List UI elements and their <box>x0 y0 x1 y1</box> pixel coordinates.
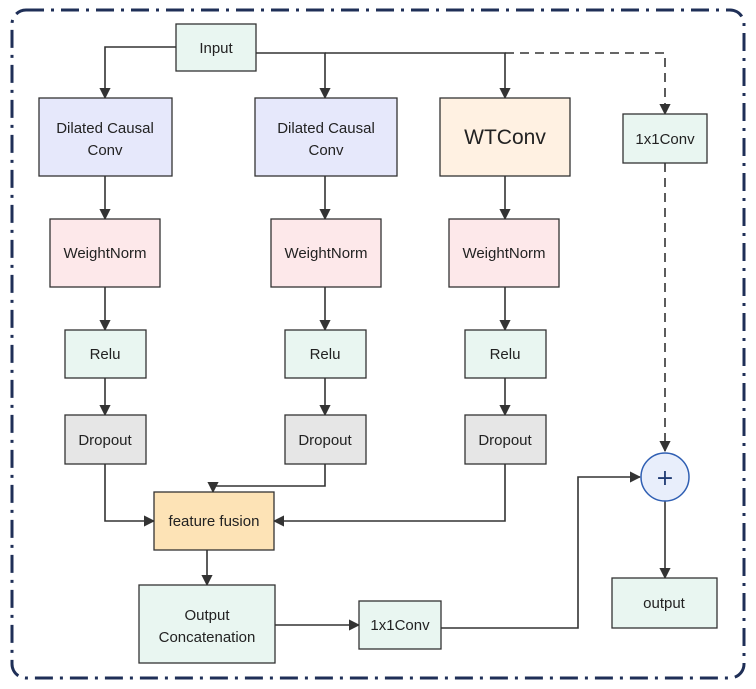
input-label: Input <box>199 40 233 57</box>
branch1-conv-label-line2: Conv <box>87 142 123 159</box>
post-1x1conv: 1x1Conv <box>358 600 442 650</box>
branch3-wtconv-label: WTConv <box>464 126 546 149</box>
residual-1x1conv: 1x1Conv <box>622 113 708 164</box>
branch3-wtconv: WTConv <box>439 97 571 177</box>
output-concatenation: Output Concatenation <box>138 584 276 664</box>
feature-fusion-label: feature fusion <box>169 513 260 530</box>
branch3-relu-label: Relu <box>490 346 521 363</box>
input-node: Input <box>175 23 257 72</box>
branch2-relu: Relu <box>284 329 367 379</box>
branch2-weightnorm-label: WeightNorm <box>284 245 367 262</box>
branch1-dropout: Dropout <box>64 414 147 465</box>
branch1-dropout-label: Dropout <box>78 432 132 449</box>
branch2-dilated-causal-conv: Dilated Causal Conv <box>254 97 398 177</box>
branch1-dilated-causal-conv: Dilated Causal Conv <box>38 97 173 177</box>
plus-icon: + <box>656 466 674 491</box>
branch1-relu-label: Relu <box>90 346 121 363</box>
branch2-relu-label: Relu <box>310 346 341 363</box>
branch3-relu: Relu <box>464 329 547 379</box>
branch2-dropout: Dropout <box>284 414 367 465</box>
branch1-conv-label-line1: Dilated Causal <box>56 120 154 137</box>
outer-frame <box>10 8 746 680</box>
branch2-conv-label-line2: Conv <box>308 142 344 159</box>
branch3-dropout-label: Dropout <box>478 432 532 449</box>
connectors <box>99 46 671 631</box>
post-1x1conv-label: 1x1Conv <box>370 617 430 634</box>
branch3-weightnorm-label: WeightNorm <box>462 245 545 262</box>
branch2-weightnorm: WeightNorm <box>270 218 382 288</box>
residual-1x1conv-label: 1x1Conv <box>635 131 695 148</box>
branch1-weightnorm: WeightNorm <box>49 218 161 288</box>
output-concat-label-line1: Output <box>184 607 230 624</box>
branch1-weightnorm-label: WeightNorm <box>63 245 146 262</box>
branch2-dropout-label: Dropout <box>298 432 352 449</box>
branch3-dropout: Dropout <box>464 414 547 465</box>
branch3-weightnorm: WeightNorm <box>448 218 560 288</box>
output-concat-label-line2: Concatenation <box>159 629 256 646</box>
branch2-conv-label-line1: Dilated Causal <box>277 120 375 137</box>
output-label: output <box>643 595 686 612</box>
feature-fusion: feature fusion <box>153 491 275 551</box>
branch1-relu: Relu <box>64 329 147 379</box>
output-node: output <box>611 577 718 629</box>
add-node: + <box>640 452 690 502</box>
